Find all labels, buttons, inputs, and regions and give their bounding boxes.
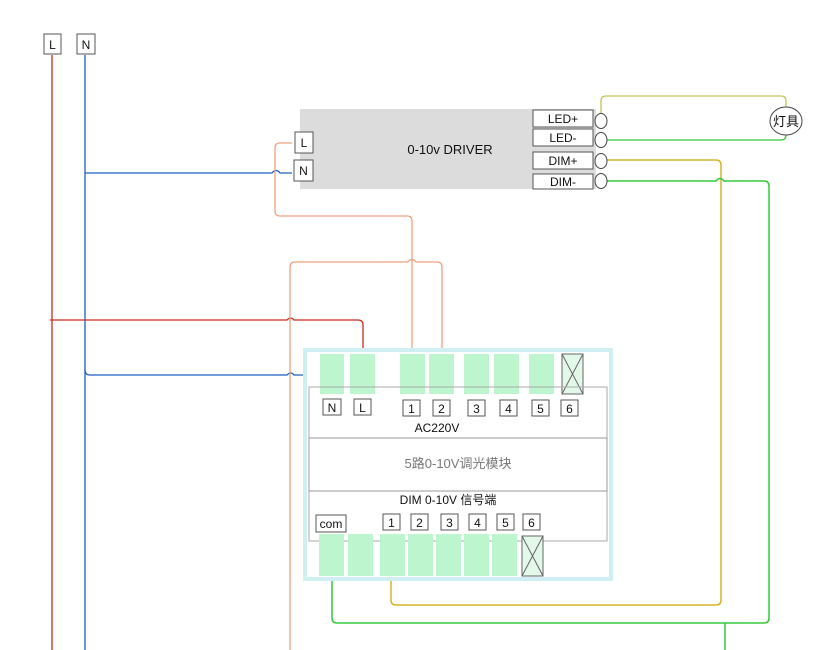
module-title: 5路0-10V调光模块 <box>405 456 512 471</box>
terminal-1 <box>400 354 425 394</box>
dim-plus-wire <box>390 159 722 606</box>
dim-plus-terminal <box>594 153 608 169</box>
driver-n-label: N <box>299 164 308 178</box>
channel-2-output-wire <box>289 258 443 650</box>
driver-l-label: L <box>301 136 308 150</box>
ac-terminal-blocks <box>320 353 584 395</box>
terminal-2 <box>429 354 454 394</box>
terminal-5 <box>529 354 554 394</box>
dim-section-label: DIM 0-10V 信号端 <box>400 493 497 507</box>
ac-label-4: 4 <box>505 402 512 416</box>
dim-label-1: 1 <box>388 516 395 530</box>
dimming-module: 5路0-10V调光模块 N L 1 2 3 4 5 6 AC220V DIM 0… <box>303 348 613 581</box>
lamp-block: 灯具 <box>769 106 803 136</box>
dim-plus-label: DIM+ <box>548 154 577 168</box>
dim-terminal-1 <box>380 534 405 576</box>
dim-label-3: 3 <box>446 516 453 530</box>
ac-label-1: 1 <box>408 402 415 416</box>
dim-terminal-3 <box>436 534 461 576</box>
mains-wires <box>50 55 364 650</box>
dim-minus-terminal <box>594 173 608 189</box>
dim-terminal-6-blank <box>521 535 544 577</box>
dim-terminal-spare <box>348 534 373 576</box>
dim-label-4: 4 <box>474 516 481 530</box>
dim-terminal-blocks <box>319 534 544 577</box>
mains-labels: L N <box>43 33 96 55</box>
ac-label-5: 5 <box>537 402 544 416</box>
driver-block: 0-10v DRIVER L N LED+ LED- DIM+ DIM- <box>293 109 608 190</box>
led-minus-wire <box>607 133 787 141</box>
ac-label-2: 2 <box>438 402 445 416</box>
dim-minus-label: DIM- <box>550 175 576 189</box>
ac-terminal-labels: N L 1 2 3 4 5 6 <box>322 398 579 417</box>
switched-live-wires <box>274 142 443 650</box>
led-plus-label: LED+ <box>548 112 578 126</box>
lamp-circle <box>769 106 803 136</box>
ac-label-3: 3 <box>473 402 480 416</box>
driver-l-feed-wire <box>274 142 413 350</box>
dim-label-6: 6 <box>528 516 535 530</box>
lamp-label: 灯具 <box>773 114 799 129</box>
led-plus-wire <box>600 95 787 113</box>
terminal-l <box>350 354 375 394</box>
ac-label-6: 6 <box>566 402 573 416</box>
dim-terminal-5 <box>492 534 517 576</box>
dim-label-2: 2 <box>416 516 423 530</box>
dim-label-5: 5 <box>502 516 509 530</box>
neutral-label: N <box>82 38 91 52</box>
ac-section-label: AC220V <box>415 421 460 435</box>
terminal-3 <box>464 354 489 394</box>
terminal-6-blank <box>561 353 584 395</box>
dim-terminal-com <box>319 534 344 576</box>
neutral-to-driver-wire <box>85 169 292 174</box>
dim-terminal-4 <box>464 534 489 576</box>
neutral-to-module-wire <box>84 369 322 376</box>
live-label: L <box>49 38 56 52</box>
driver-title: 0-10v DRIVER <box>407 142 492 157</box>
lamp-wires <box>600 95 787 141</box>
live-to-module-wire <box>50 317 364 350</box>
led-minus-label: LED- <box>549 131 576 145</box>
dim-terminal-labels: com 1 2 3 4 5 6 <box>315 513 541 533</box>
led-minus-terminal <box>594 132 608 148</box>
terminal-4 <box>494 354 519 394</box>
module-title-band <box>308 437 608 492</box>
terminal-n <box>320 354 344 394</box>
dim-minus-wire <box>331 177 770 624</box>
dim-terminal-2 <box>408 534 433 576</box>
dim-wires <box>331 159 770 650</box>
dim-label-com: com <box>320 517 343 531</box>
led-plus-terminal <box>594 113 608 129</box>
ac-label-l: L <box>359 401 366 415</box>
ac-label-n: N <box>328 401 337 415</box>
